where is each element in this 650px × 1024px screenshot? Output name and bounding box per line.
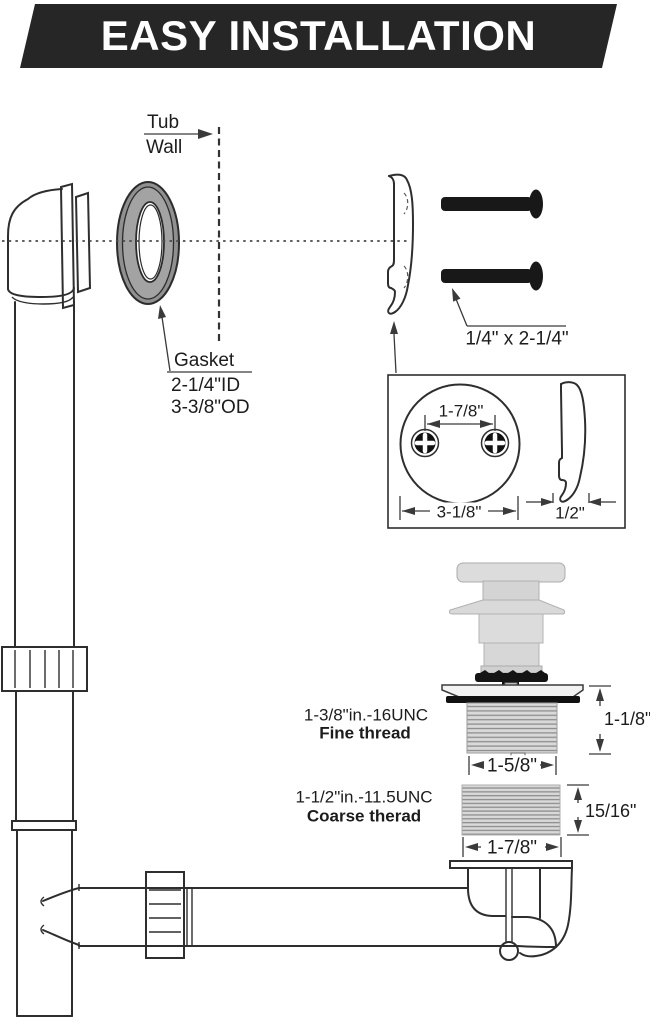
hole-spacing-label: 1-7/8": [438, 401, 484, 421]
gasket-leader: [158, 305, 252, 373]
dim-hole-spacing: [424, 415, 496, 431]
linkage-rod: [499, 868, 519, 961]
drain-tee: [40, 871, 519, 959]
overflow-pipe: [1, 301, 88, 1017]
dim-fine-width: [468, 756, 557, 775]
faceplate-side-profile: [558, 381, 587, 503]
dim-fine-height: [589, 685, 611, 755]
dim-coarse-height: [567, 784, 589, 836]
slip-nut-overflow: [1, 646, 88, 692]
coarse-thread-barrel: [461, 784, 561, 836]
coarse-width-label: 1-7/8": [483, 837, 541, 859]
coarse-height-label: 15/16": [585, 801, 637, 821]
plate-diameter-label: 3-1/8": [433, 502, 485, 522]
stopper-assembly: [441, 562, 584, 836]
fine-thread-spec-label: 1-3/8"in.-16UNC: [303, 705, 429, 725]
faceplate-screw-right: [480, 428, 510, 458]
page-title: EASY INSTALLATION: [100, 12, 537, 59]
mounting-screws: [441, 189, 543, 291]
dim-plate-diameter: [399, 496, 519, 520]
tub-wall-arrow: [144, 129, 213, 139]
fine-height-label: 1-1/8": [604, 709, 650, 729]
gasket-ring: [116, 181, 180, 305]
overflow-elbow: [7, 182, 92, 310]
drain-shoe: [449, 860, 573, 961]
gasket-label: Gasket: [174, 350, 235, 371]
faceplate-screw-left: [410, 428, 440, 458]
fine-thread-name-label: Fine thread: [319, 723, 411, 743]
drain-flange: [441, 684, 584, 703]
dim-plate-thickness: [526, 493, 616, 506]
coarse-thread-spec-label: 1-1/2"in.-11.5UNC: [295, 787, 433, 807]
faceplate-side-view: [387, 173, 415, 315]
screw-size-label: 1/4" x 2-1/4": [465, 328, 569, 350]
title-banner: EASY INSTALLATION: [20, 4, 617, 68]
tub-label: Tub: [147, 112, 180, 133]
gasket-od-label: 3-3/8"OD: [171, 397, 250, 418]
gasket-id-label: 2-1/4"ID: [171, 375, 241, 396]
wall-label: Wall: [146, 137, 183, 158]
coarse-thread-name-label: Coarse therad: [306, 806, 422, 826]
detail-box: [387, 374, 626, 529]
screw-size-leader: [452, 288, 566, 327]
fine-thread-barrel: [466, 702, 558, 759]
plate-thickness-label: 1/2": [555, 503, 585, 523]
slip-nut-drain: [145, 871, 185, 959]
detail-callout-arrow: [390, 321, 398, 374]
fine-width-label: 1-5/8": [483, 755, 541, 777]
dim-coarse-width: [462, 837, 562, 857]
